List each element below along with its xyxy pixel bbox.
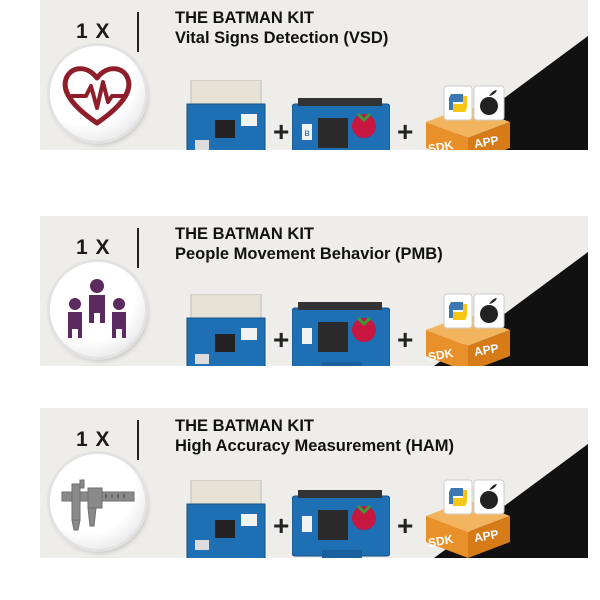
kit-title: THE BATMAN KIT [175,225,315,243]
kit-subtitle: People Movement Behavior (PMB) [175,245,443,263]
quantity-label: 1 X [76,428,111,451]
kit-title: THE BATMAN KIT [175,9,315,27]
kit-panel-pmb: 1 X THE BATMAN KIT People Movement Behav… [40,216,588,366]
raspberry-hat-board-image [292,490,390,558]
python-icon [443,293,473,329]
caliper-icon [50,454,145,549]
kit-subtitle: Vital Signs Detection (VSD) [175,29,389,47]
plus-sign: + [273,510,290,541]
svg-text:ʙ: ʙ [304,128,310,139]
quantity-label: 1 X [76,20,111,43]
sdk-app-box-image [426,293,510,366]
divider-line [137,228,139,268]
black-corner-shape [434,36,588,150]
plus-sign: + [273,116,290,147]
sensor-board-image [186,294,266,366]
kit-title: THE BATMAN KIT [175,417,315,435]
kit-panel-vsd: 1 X THE BATMAN KIT Vital Signs Detection… [40,0,588,150]
plus-sign: + [273,324,290,355]
sdk-app-box-image [426,85,510,150]
plus-sign: + [397,116,414,147]
app-label: APP [472,132,500,150]
raspberry-hat-board-image [292,302,390,366]
quantity-label: 1 X [76,236,111,259]
people-icon [50,262,145,357]
plus-sign: + [397,510,414,541]
heart-pulse-icon [50,46,145,141]
python-icon [443,479,473,515]
plus-sign: + [397,324,414,355]
raspberry-hat-board-image: ʙ [292,98,390,150]
divider-line [137,420,139,460]
kit-subtitle: High Accuracy Measurement (HAM) [175,437,455,455]
sdk-app-box-image [426,479,510,558]
sensor-board-image [186,480,266,558]
python-icon [443,85,473,121]
black-corner-shape [434,252,588,366]
sensor-board-image [186,80,266,150]
black-corner-shape [434,444,588,558]
divider-line [137,12,139,52]
kit-panel-ham: 1 X THE BATMAN KIT High Accuracy Measure… [40,408,588,558]
